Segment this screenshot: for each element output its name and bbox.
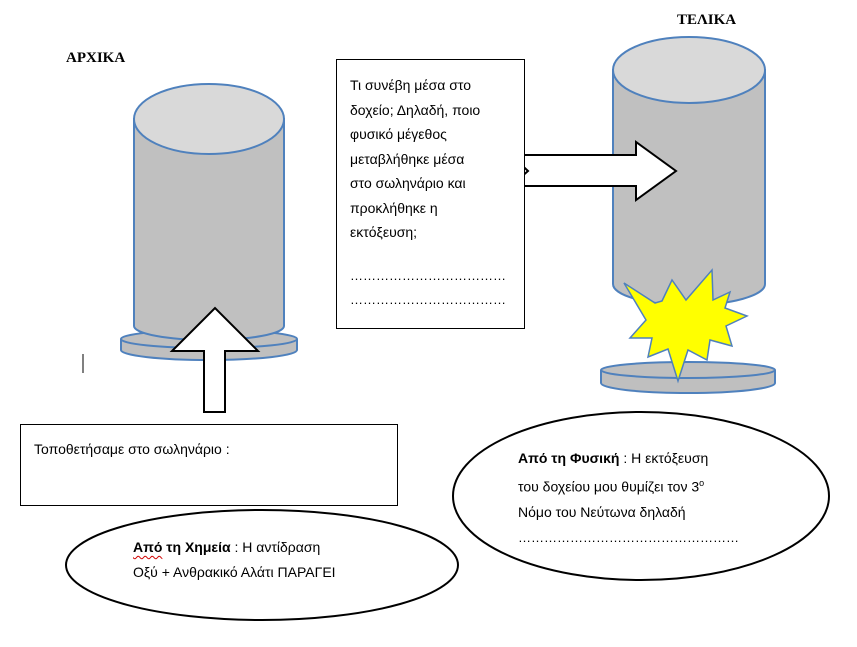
final-cylinder-top [612, 36, 766, 104]
final-container [600, 36, 776, 394]
question-answer-blank-1[interactable]: ……………………………… [350, 268, 506, 283]
question-line: μεταβλήθηκε μέσα [350, 150, 465, 167]
chemistry-prefix: Από [133, 539, 163, 555]
initial-cylinder-top [133, 83, 285, 155]
initial-label: ΑΡΧΙΚΑ [66, 50, 126, 66]
question-line: εκτόξευση; [350, 224, 418, 240]
physics-after: : Η εκτόξευση [619, 450, 709, 466]
question-line: προκλήθηκε η [350, 199, 438, 216]
physics-line3: Νόμο του Νεύτωνα δηλαδή [518, 503, 686, 520]
question-line: φυσικό μέγεθος [350, 126, 447, 142]
question-line: δοχείο; Δηλαδή, ποιο [350, 101, 481, 118]
physics-superscript: ο [699, 478, 705, 488]
final-base-plate-top [600, 361, 776, 379]
physics-line2: του δοχείου μου θυμίζει τον 3 [518, 478, 700, 495]
question-answer-blank-2[interactable]: ……………………………… [350, 292, 506, 307]
physics-answer-blank[interactable]: …………………………………………… [518, 529, 739, 545]
chemistry-text: Από τη Χημεία : Η αντίδραση Οξύ + Ανθρακ… [133, 535, 433, 585]
physics-ellipse [452, 411, 830, 581]
placed-text: Τοποθετήσαμε στο σωληνάριο : [34, 441, 230, 457]
up-arrow-icon [169, 306, 261, 413]
chemistry-after: : Η αντίδραση [230, 539, 321, 555]
placed-box: Τοποθετήσαμε στο σωληνάριο : [20, 424, 398, 506]
chemistry-subject: τη Χημεία [162, 539, 231, 555]
final-label: ΤΕΛΙΚΑ [677, 12, 737, 28]
question-line: Τι συνέβη μέσα στο [350, 77, 471, 93]
question-line: στο σωληνάριο και [350, 175, 466, 191]
chemistry-line2: Οξύ + Ανθρακικό Αλάτι ΠΑΡΑΓΕΙ [133, 564, 336, 580]
physics-subject: Από τη Φυσική [518, 450, 620, 466]
physics-text: Από τη Φυσική : Η εκτόξευση του δοχείου … [518, 446, 788, 550]
explosion-burst-icon [623, 268, 749, 384]
question-box: Τι συνέβη μέσα στο δοχείο; Δηλαδή, ποιο … [336, 59, 525, 329]
chemistry-ellipse [65, 509, 459, 621]
